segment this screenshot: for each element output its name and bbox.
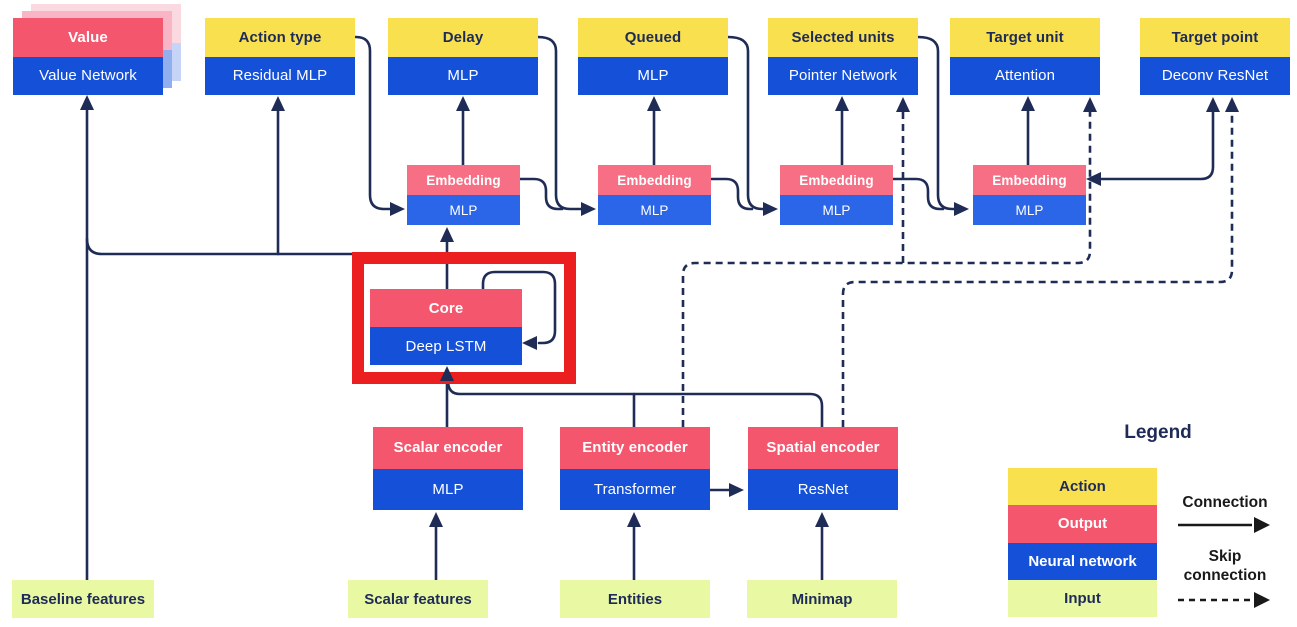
node-embedding1: Embedding MLP [407,165,520,225]
node-embedding3-output: Embedding [780,165,893,195]
node-scalar-encoder: Scalar encoder MLP [373,427,523,510]
node-action-type-network: Residual MLP [205,56,355,95]
node-queued-network: MLP [578,56,728,95]
node-target-point-action: Target point [1140,18,1290,57]
wire-queued-to-mlp3 [726,35,765,211]
node-entity-encoder-network: Transformer [560,468,710,510]
node-delay-action: Delay [388,18,538,57]
node-target-unit: Target unit Attention [950,18,1100,95]
node-queued-action: Queued [578,18,728,57]
node-target-unit-action: Target unit [950,18,1100,57]
node-scalar-features: Scalar features [348,580,488,618]
wire-core-self-loop [481,270,557,345]
legend-connection-label: Connection [1182,494,1268,511]
node-selected-units: Selected units Pointer Network [768,18,918,95]
node-delay-network: MLP [388,56,538,95]
node-embedding4: Embedding MLP [973,165,1086,225]
node-value: Value Value Network [13,18,163,95]
node-embedding2-network: MLP [598,195,711,225]
node-embedding4-output: Embedding [973,165,1086,195]
legend-title: Legend [1124,422,1192,443]
wire-embedding1-to-mlp2 [518,177,564,211]
wire-delay-to-mlp2 [536,35,583,211]
node-selected-units-action: Selected units [768,18,918,57]
node-entities: Entities [560,580,710,618]
wire-embedding2-to-mlp3 [709,177,754,211]
node-delay: Delay MLP [388,18,538,95]
node-spatial-encoder: Spatial encoder ResNet [748,427,898,510]
node-baseline-features: Baseline features [12,580,154,618]
node-core-output: Core [370,289,522,327]
node-scalar-encoder-output: Scalar encoder [373,427,523,469]
legend-item-action: Action [1008,468,1157,506]
legend-item-output: Output [1008,505,1157,543]
node-embedding3-network: MLP [780,195,893,225]
legend-swatches: Action Output Neural network Input [1008,468,1157,617]
legend-skip-connection-label: Skip connection [1183,548,1267,584]
node-scalar-encoder-network: MLP [373,468,523,510]
wire-entity-skip [681,112,1092,427]
wire-spatial-to-lstm [446,379,824,429]
node-embedding4-network: MLP [973,195,1086,225]
node-minimap: Minimap [747,580,897,618]
node-core-network: Deep LSTM [370,327,522,365]
node-value-output: Value [13,18,163,57]
wire-embedding3-to-mlp4 [891,177,945,211]
wire-actiontype-to-mlp1 [353,35,392,211]
node-embedding3: Embedding MLP [780,165,893,225]
node-target-unit-network: Attention [950,56,1100,95]
node-value-network: Value Network [13,56,163,95]
node-target-point: Target point Deconv ResNet [1140,18,1290,95]
node-spatial-encoder-network: ResNet [748,468,898,510]
node-embedding1-network: MLP [407,195,520,225]
legend-item-neural-network: Neural network [1008,542,1157,580]
node-entity-encoder-output: Entity encoder [560,427,710,469]
node-queued: Queued MLP [578,18,728,95]
wire-embedding4-deconv [1099,110,1215,181]
node-selected-units-network: Pointer Network [768,56,918,95]
legend-arrows [1178,517,1270,608]
node-embedding2-output: Embedding [598,165,711,195]
highlight-box [352,252,576,384]
node-action-type: Action type Residual MLP [205,18,355,95]
node-action-type-action: Action type [205,18,355,57]
legend-item-input: Input [1008,579,1157,617]
node-spatial-encoder-output: Spatial encoder [748,427,898,469]
node-embedding1-output: Embedding [407,165,520,195]
node-core: Core Deep LSTM [370,289,522,365]
node-target-point-network: Deconv ResNet [1140,56,1290,95]
wire-core-branch-left [85,237,449,256]
wire-selectedunits-to-mlp4 [916,35,956,211]
node-entity-encoder: Entity encoder Transformer [560,427,710,510]
wire-spatial-skip [841,112,1234,427]
node-embedding2: Embedding MLP [598,165,711,225]
